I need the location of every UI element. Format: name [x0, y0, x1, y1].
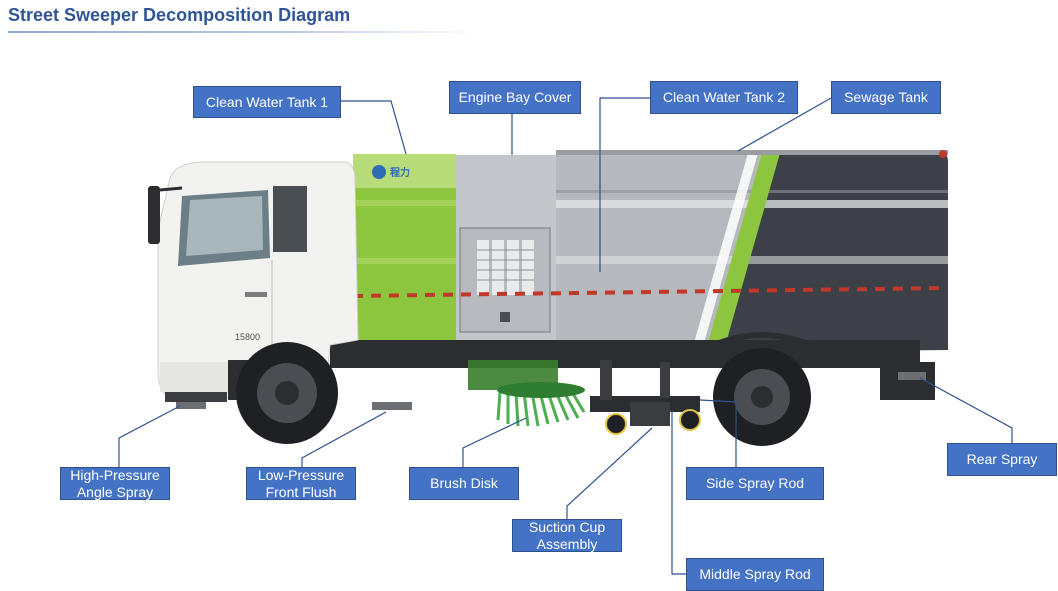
sewage-tank-body	[556, 150, 948, 352]
label-sewage-tank: Sewage Tank	[831, 81, 941, 114]
label-rear-spray: Rear Spray	[947, 443, 1057, 476]
brand-logo-text: 程力	[390, 166, 410, 179]
brush-disk	[468, 360, 586, 427]
label-brush-disk: Brush Disk	[409, 467, 519, 500]
label-engine-bay-cover: Engine Bay Cover	[449, 81, 581, 114]
rear-wheel	[713, 348, 811, 446]
door-number-text: 15800	[235, 332, 260, 342]
engine-bay-cover-body	[455, 155, 556, 353]
leader-middle-spray-rod	[671, 410, 686, 575]
label-clean-water-tank-2: Clean Water Tank 2	[650, 81, 798, 114]
leader-side-spray-rod	[699, 399, 737, 467]
label-clean-water-tank-1: Clean Water Tank 1	[193, 86, 341, 118]
label-high-pressure-angle-spray: High-Pressure Angle Spray	[60, 467, 170, 500]
leader-low-pressure	[301, 411, 387, 467]
label-side-spray-rod: Side Spray Rod	[686, 467, 824, 500]
leader-clean-water-tank-1	[341, 100, 407, 155]
label-low-pressure-front-flush: Low-Pressure Front Flush	[246, 467, 356, 500]
clean-water-tank-1-body: 程力	[353, 154, 456, 354]
label-middle-spray-rod: Middle Spray Rod	[686, 558, 824, 591]
front-wheel	[236, 342, 338, 444]
label-suction-cup-assembly: Suction Cup Assembly	[512, 519, 622, 552]
leader-rear-spray	[919, 377, 1013, 443]
leader-clean-water-tank-2	[599, 97, 650, 272]
leader-sewage-tank	[737, 97, 832, 152]
title-underline	[8, 31, 478, 33]
page-title: Street Sweeper Decomposition Diagram	[8, 5, 351, 25]
truck-cab: 15800	[148, 161, 359, 402]
suction-cup-assembly-part	[590, 360, 701, 435]
leader-high-pressure	[118, 405, 181, 467]
leader-suction-cup	[566, 427, 653, 519]
leader-brush-disk	[462, 417, 527, 467]
